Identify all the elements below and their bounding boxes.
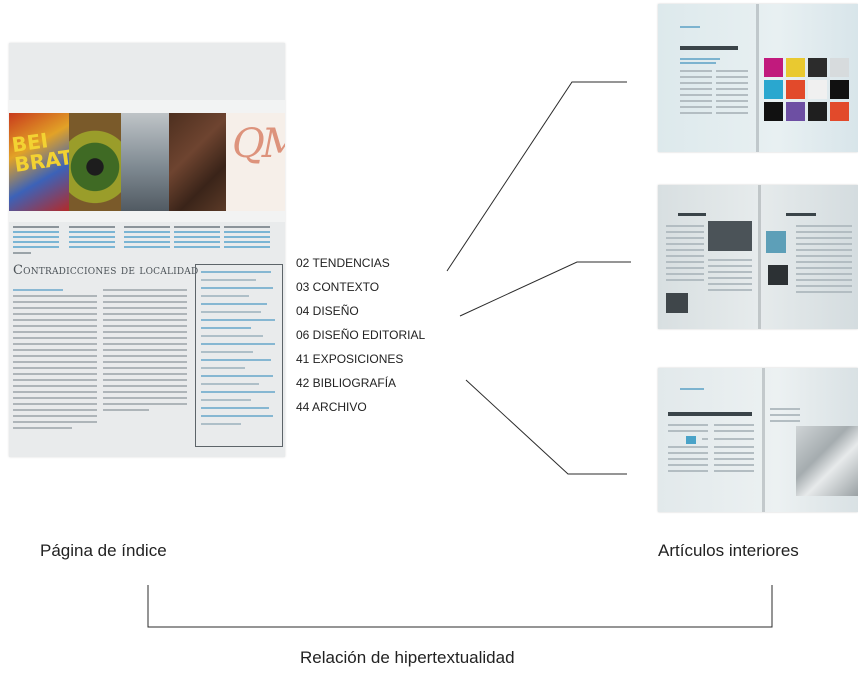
index-body-column xyxy=(13,289,97,439)
bracket-line xyxy=(147,585,773,628)
index-heading: Contradicciones de localidad xyxy=(13,263,199,278)
articles-caption: Artículos interiores xyxy=(658,541,799,560)
toc-entry xyxy=(201,279,256,281)
index-kicker xyxy=(13,252,31,254)
index-thumbnail-3 xyxy=(121,113,169,211)
index-blurb xyxy=(124,226,170,274)
connector-line-1 xyxy=(446,81,627,272)
toc-entry xyxy=(201,407,269,409)
relation-caption: Relación de hipertextualidad xyxy=(300,648,515,667)
section-item: 03 CONTEXTO xyxy=(296,280,380,294)
index-blurb xyxy=(224,226,270,274)
index-blurb xyxy=(13,226,59,274)
section-item: 02 TENDENCIAS xyxy=(296,256,390,270)
article-photo-3 xyxy=(658,368,858,512)
toc-entry xyxy=(201,295,249,297)
toc-entry xyxy=(201,303,267,305)
toc-entry xyxy=(201,335,263,337)
article-photo-2 xyxy=(658,185,858,329)
toc-entry xyxy=(201,287,273,289)
table-of-contents-highlight xyxy=(195,264,283,447)
toc-entry xyxy=(201,271,271,273)
index-body-column xyxy=(103,289,187,439)
toc-entry xyxy=(201,415,273,417)
index-blurb xyxy=(174,226,220,274)
index-thumbnail-2 xyxy=(69,113,121,211)
index-page-caption: Página de índice xyxy=(40,541,167,560)
toc-entry xyxy=(201,375,273,377)
toc-entry xyxy=(201,399,251,401)
toc-entry xyxy=(201,343,275,345)
index-blurb xyxy=(69,226,115,274)
section-item: 04 DISEÑO xyxy=(296,304,359,318)
article-photo-1 xyxy=(658,4,858,152)
toc-entry xyxy=(201,367,245,369)
toc-entry xyxy=(201,423,241,425)
toc-entry xyxy=(201,311,261,313)
connector-line-3 xyxy=(465,379,627,475)
toc-entry xyxy=(201,351,253,353)
toc-entry xyxy=(201,383,259,385)
section-item: 44 ARCHIVO xyxy=(296,400,367,414)
toc-entry xyxy=(201,391,275,393)
toc-entry xyxy=(201,327,251,329)
connector-line-2 xyxy=(459,261,631,317)
section-item: 06 DISEÑO EDITORIAL xyxy=(296,328,426,342)
index-thumbnail-5: QM xyxy=(226,113,285,211)
toc-entry xyxy=(201,319,275,321)
section-item: 42 BIBLIOGRAFÍA xyxy=(296,376,397,390)
toc-entry xyxy=(201,359,271,361)
index-thumbnail-4 xyxy=(169,113,226,211)
section-item: 41 EXPOSICIONES xyxy=(296,352,404,366)
